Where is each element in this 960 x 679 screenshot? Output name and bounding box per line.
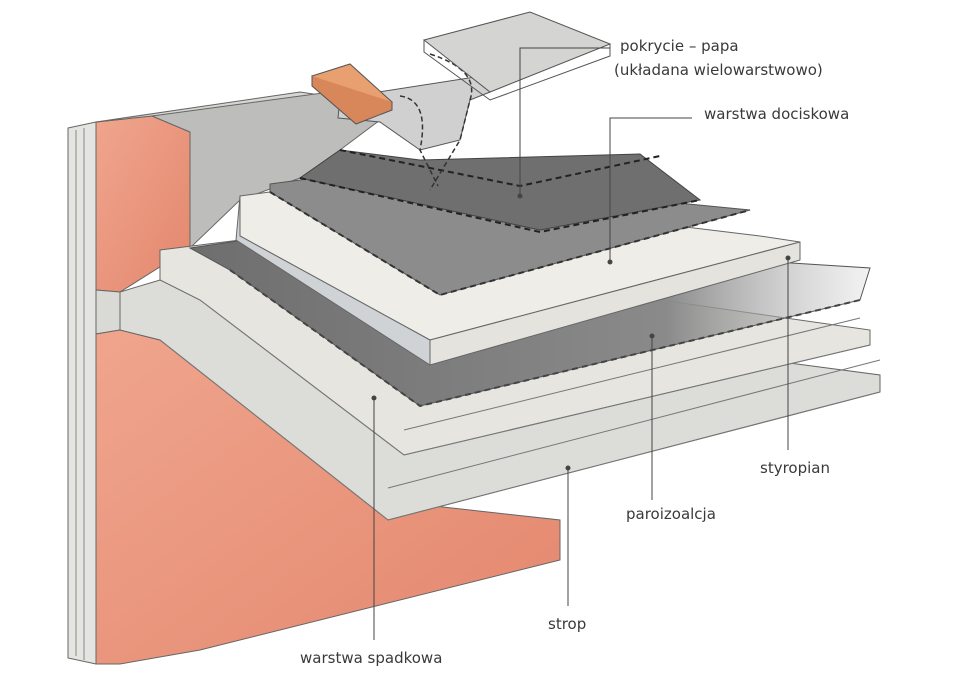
label-paroizolacja: paroizoalcja (626, 505, 716, 523)
wall-outer-edge (67, 121, 97, 665)
label-pokrycie-line1: pokrycie – papa (620, 37, 739, 55)
label-warstwa-spadkowa: warstwa spadkowa (300, 649, 443, 667)
leader-pokrycie (519, 47, 610, 196)
label-pokrycie-line2: (układana wielowarstwowo) (614, 61, 823, 79)
parapet-cap-band (422, 11, 612, 93)
leader-lines (371, 47, 791, 640)
label-styropian: styropian (760, 459, 830, 477)
leader-dociskowa (609, 117, 692, 262)
label-strop: strop (548, 615, 587, 633)
label-warstwa-dociskowa: warstwa dociskowa (704, 105, 850, 123)
